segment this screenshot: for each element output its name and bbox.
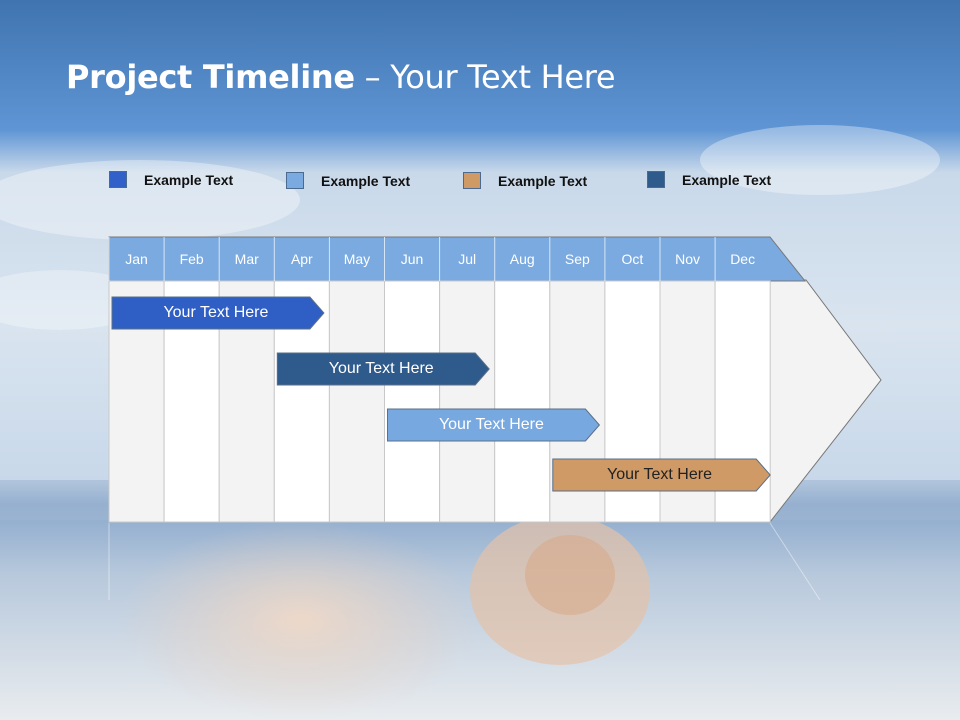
task-bar-label-1: Your Text Here xyxy=(163,304,269,321)
month-label-sep: Sep xyxy=(564,251,590,267)
legend-label-4: Example Text xyxy=(682,171,772,188)
legend-item-4: Example Text xyxy=(647,171,771,188)
task-bars xyxy=(111,296,771,492)
month-column-may xyxy=(328,280,385,523)
month-column-aug xyxy=(494,280,551,523)
title-rest: – Your Text Here xyxy=(354,58,616,96)
timeline-reflection xyxy=(108,522,821,601)
page-title: Project Timeline – Your Text Here xyxy=(66,58,616,96)
task-bar-label-3: Your Text Here xyxy=(438,416,544,433)
legend-item-1: Example Text xyxy=(109,171,233,188)
legend-swatch-4 xyxy=(647,171,665,188)
legend-label-2: Example Text xyxy=(321,172,411,189)
month-label-may: May xyxy=(343,251,371,267)
task-bar-4[interactable] xyxy=(552,458,771,492)
title-bold: Project Timeline xyxy=(66,58,355,96)
month-label-jan: Jan xyxy=(125,251,148,267)
month-label-dec: Dec xyxy=(730,251,756,267)
legend-swatch-1 xyxy=(109,171,127,188)
task-bar-2[interactable] xyxy=(276,352,490,386)
legend-label-1: Example Text xyxy=(144,171,234,188)
month-label-mar: Mar xyxy=(234,251,259,267)
task-bar-1[interactable] xyxy=(111,296,325,330)
month-label-jun: Jun xyxy=(400,251,424,267)
legend-label-3: Example Text xyxy=(498,172,588,189)
month-column-jun xyxy=(384,280,441,523)
legend-swatch-3 xyxy=(463,172,481,189)
month-column-jul xyxy=(439,280,496,523)
legend-item-2: Example Text xyxy=(286,172,410,189)
legend-item-3: Example Text xyxy=(463,172,587,189)
month-label-nov: Nov xyxy=(675,251,700,267)
task-bar-label-2: Your Text Here xyxy=(328,360,434,377)
month-label-feb: Feb xyxy=(179,251,204,267)
legend-swatch-2 xyxy=(286,172,304,189)
task-bar-3[interactable] xyxy=(387,408,601,442)
task-bar-label-4: Your Text Here xyxy=(607,466,712,483)
month-label-oct: Oct xyxy=(621,251,644,267)
month-label-aug: Aug xyxy=(509,251,535,267)
month-label-apr: Apr xyxy=(290,251,313,267)
month-label-jul: Jul xyxy=(458,251,477,267)
